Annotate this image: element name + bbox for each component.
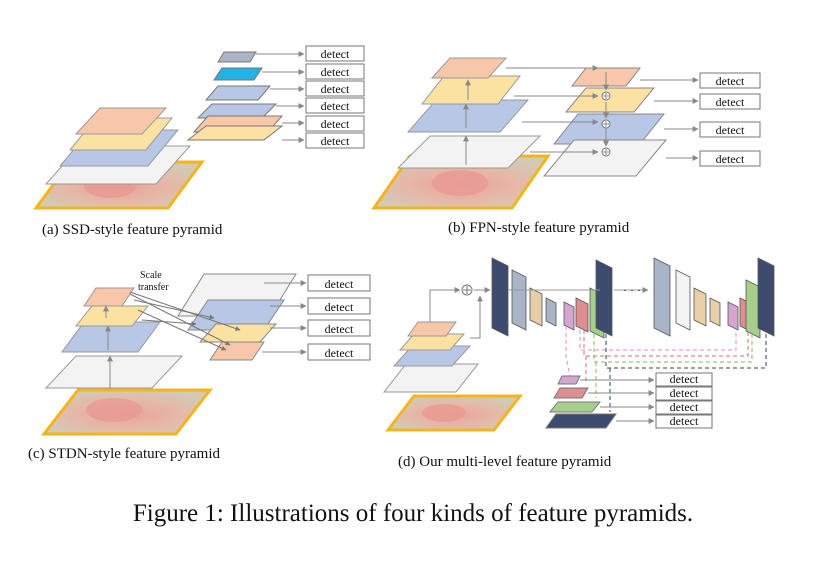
ssd-layer-2 (213, 67, 263, 81)
panel-b-fpn: detect detect detect detect (b) FPN-styl… (371, 57, 761, 236)
detect-label: detect (325, 322, 354, 336)
detect-box-a5: detect (305, 115, 365, 132)
detect-box-b4: detect (699, 150, 761, 167)
caption-a: (a) SSD-style feature pyramid (42, 222, 223, 238)
ellipsis: · · · (623, 283, 641, 297)
layer-gray-b (396, 135, 542, 169)
detect-label: detect (321, 134, 350, 148)
detect-label: detect (716, 95, 745, 109)
detect-box-a6: detect (305, 132, 365, 149)
detect-box-d3: detect (655, 400, 713, 415)
out-layer-3 (548, 401, 602, 413)
stdn-layer-4 (209, 341, 265, 361)
out-layer-4 (545, 413, 617, 429)
layer-salmon-a (74, 107, 168, 135)
panel-c-stdn: Scale transfer detect detect detect dete… (28, 270, 371, 462)
layer-salmon-b (430, 57, 508, 79)
scale-transfer-label: Scale (140, 270, 162, 281)
caption-d: (d) Our multi-level feature pyramid (398, 454, 612, 470)
detect-box-a3: detect (305, 80, 365, 97)
ssd-layer-1 (217, 51, 257, 63)
detect-label: detect (716, 152, 745, 166)
detect-box-a1: detect (305, 45, 365, 62)
layer-salmon-d (407, 321, 457, 337)
panel-a-ssd: detect detect detect detect detect detec… (33, 45, 365, 238)
rose-petal-c (86, 398, 142, 422)
detect-label: detect (321, 99, 350, 113)
caption-c: (c) STDN-style feature pyramid (28, 446, 221, 462)
detect-label: detect (670, 372, 699, 386)
detect-label: detect (321, 65, 350, 79)
out-layer-1 (557, 375, 581, 385)
detect-box-d1: detect (655, 372, 713, 387)
detect-box-d4: detect (655, 414, 713, 429)
caption-b: (b) FPN-style feature pyramid (448, 220, 630, 236)
detect-label: detect (325, 300, 354, 314)
detect-box-c1: detect (307, 274, 371, 292)
fpn-layer-2 (564, 87, 656, 113)
fpn-layer-4 (542, 139, 668, 177)
panel-d-ours: · · · (382, 257, 775, 470)
detect-box-a2: detect (305, 63, 365, 80)
detect-box-c4: detect (307, 343, 371, 361)
layer-gray-d (382, 363, 480, 393)
detect-box-c2: detect (307, 297, 371, 315)
detect-box-a4: detect (305, 97, 365, 114)
detect-box-d2: detect (655, 386, 713, 401)
detect-box-b2: detect (699, 93, 761, 110)
detect-label: detect (325, 277, 354, 291)
detect-label: detect (670, 414, 699, 428)
layer-yellow-b (420, 75, 522, 105)
detect-label: detect (716, 123, 745, 137)
detect-box-c3: detect (307, 319, 371, 337)
rose-petal-d (422, 404, 466, 422)
detect-label: detect (325, 346, 354, 360)
ssd-layer-6 (186, 125, 284, 141)
detect-label: detect (321, 82, 350, 96)
detect-label: detect (321, 117, 350, 131)
figure-caption: Figure 1: Illustrations of four kinds of… (132, 500, 694, 527)
detect-label: detect (321, 47, 350, 61)
scale-transfer-label-2: transfer (138, 282, 169, 293)
rose-petal-b (432, 170, 488, 196)
detect-label: detect (670, 400, 699, 414)
layer-gray-c (44, 355, 184, 389)
detect-box-b3: detect (699, 121, 761, 138)
detect-box-b1: detect (699, 72, 761, 89)
detect-label: detect (716, 74, 745, 88)
layer-yellow-c (74, 305, 150, 327)
detect-label: detect (670, 386, 699, 400)
out-layer-2 (553, 387, 589, 399)
tum-module-1 (491, 257, 613, 339)
layer-salmon-c (83, 287, 135, 307)
tum-module-2 (653, 257, 775, 339)
layer-blue-b (406, 99, 530, 133)
ssd-layer-3 (204, 85, 272, 101)
